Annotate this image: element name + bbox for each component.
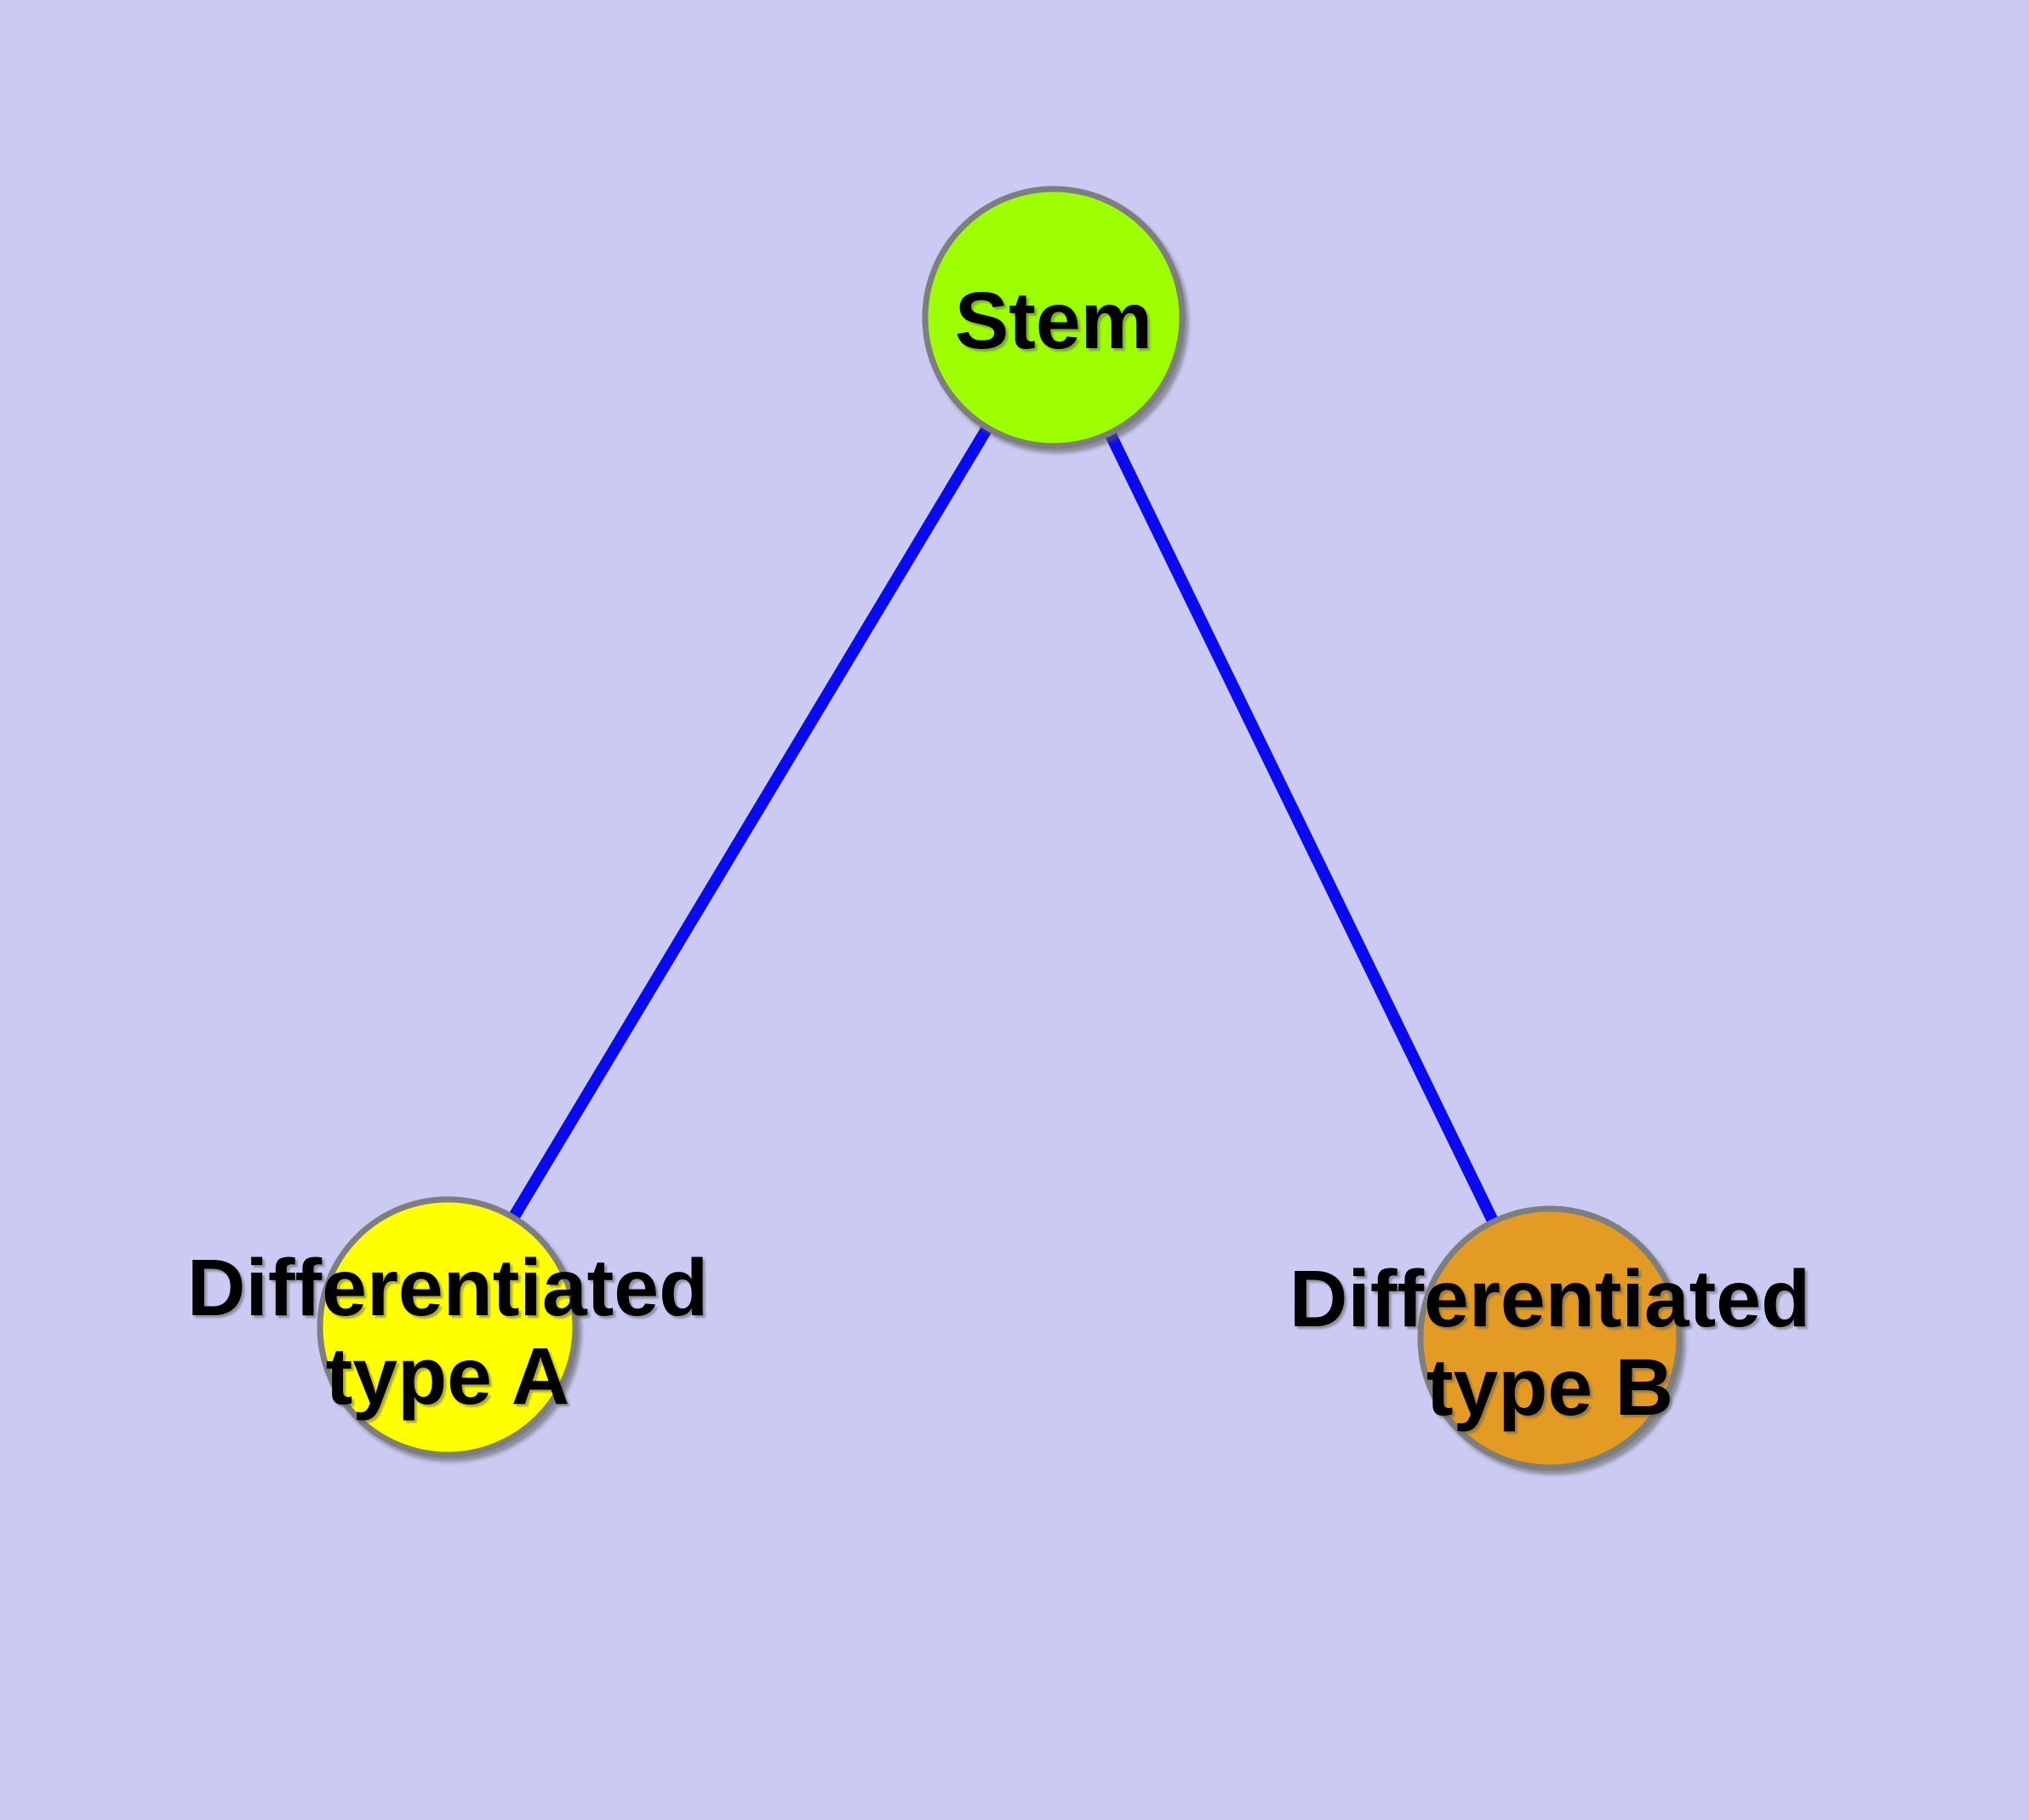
node-type-a-circle bbox=[317, 1196, 579, 1458]
node-type-b-label-line1: Differentiated bbox=[1289, 1254, 1810, 1344]
node-type-b-circle bbox=[1417, 1205, 1683, 1471]
node-type-a-label-line2: type A bbox=[326, 1331, 570, 1422]
node-differentiated-type-b: Differentiated type B bbox=[1289, 1205, 1810, 1471]
node-type-a-label-line1: Differentiated bbox=[187, 1243, 708, 1333]
edge-layer bbox=[442, 314, 1556, 1342]
node-differentiated-type-a: Differentiated type A bbox=[187, 1196, 708, 1458]
node-stem-circle bbox=[922, 186, 1186, 449]
node-stem-label: Stem bbox=[955, 276, 1152, 366]
node-type-b-label-line2: type B bbox=[1426, 1342, 1673, 1433]
edge-stem-to-type-b bbox=[1048, 314, 1556, 1342]
edge-stem-to-type-a bbox=[442, 314, 1060, 1331]
node-stem: Stem bbox=[922, 186, 1186, 449]
